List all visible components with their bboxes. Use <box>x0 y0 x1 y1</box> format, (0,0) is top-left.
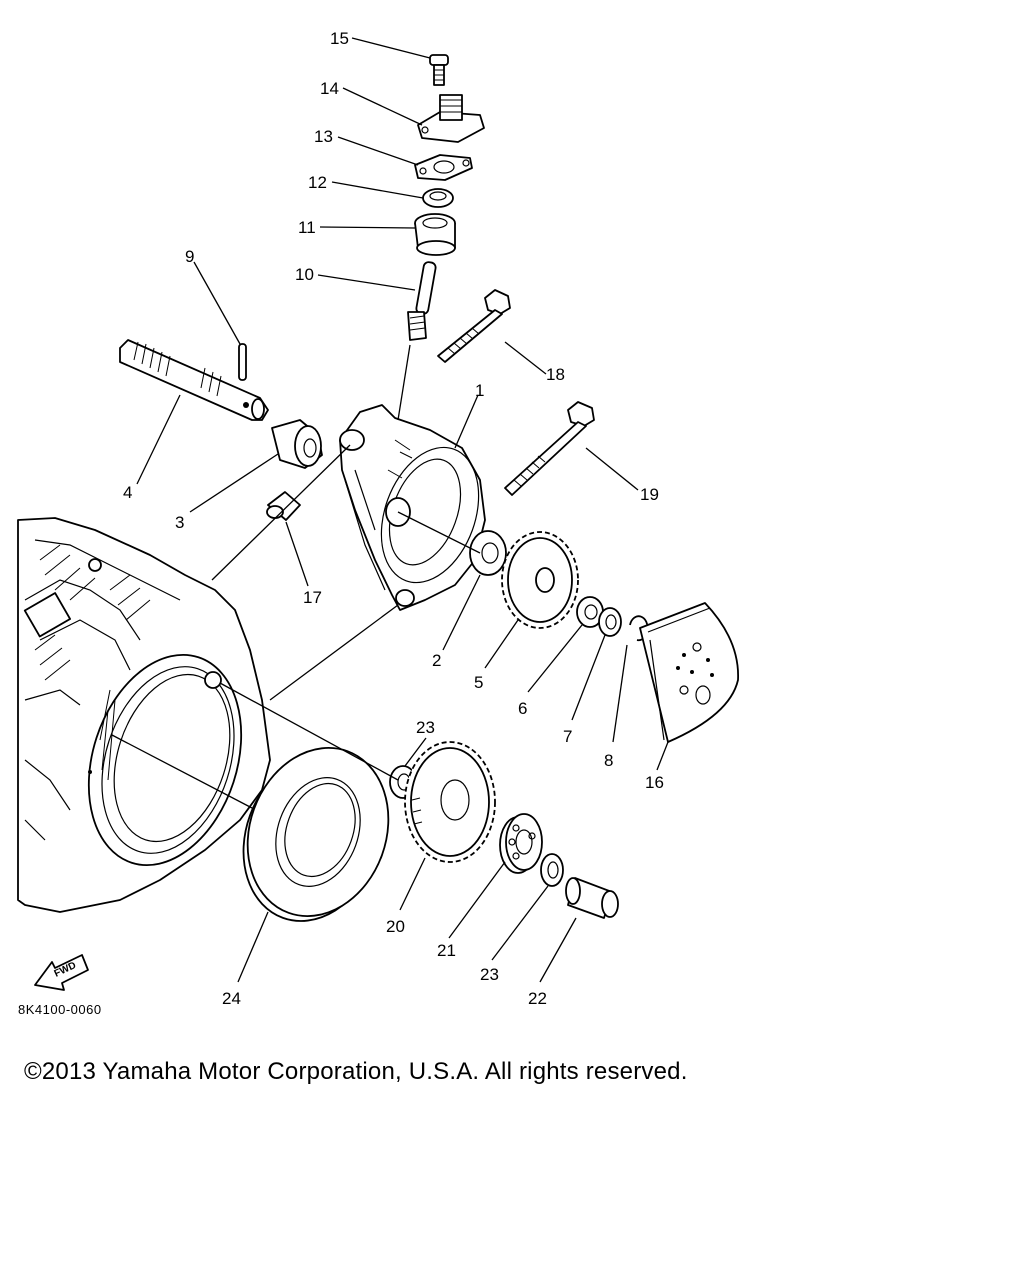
part-21-bearing <box>499 813 543 874</box>
label-10: 10 <box>295 265 314 284</box>
part-7-washer <box>598 607 622 637</box>
part-24-seal-ring <box>242 747 390 922</box>
part-16-cover-plate <box>639 602 739 743</box>
part-14-flange <box>417 94 485 143</box>
label-24: 24 <box>222 989 241 1008</box>
label-4: 4 <box>123 483 132 502</box>
label-20: 20 <box>386 917 405 936</box>
part-17-dowel <box>266 491 301 521</box>
label-6: 6 <box>518 699 527 718</box>
part-23-washer-lower <box>540 853 564 887</box>
part-22-shaft <box>565 877 619 919</box>
crankcase <box>17 517 271 913</box>
part-15-screw <box>429 54 449 86</box>
label-19: 19 <box>640 485 659 504</box>
label-13: 13 <box>314 127 333 146</box>
part-2-washer <box>469 530 507 576</box>
label-22: 22 <box>528 989 547 1008</box>
fwd-arrow-icon: FWD <box>34 954 89 991</box>
label-8: 8 <box>604 751 613 770</box>
part-4-shaft <box>119 339 269 421</box>
part-labels: 15 14 13 12 11 10 9 18 1 19 4 3 17 2 5 6… <box>123 29 664 1008</box>
part-1-housing <box>339 404 486 611</box>
exploded-parts-diagram: 15 14 13 12 11 10 9 18 1 19 4 3 17 2 5 6… <box>17 29 739 1008</box>
copyright-notice: ©2013 Yamaha Motor Corporation, U.S.A. A… <box>24 1058 688 1085</box>
label-5: 5 <box>474 673 483 692</box>
label-9: 9 <box>185 247 194 266</box>
label-18: 18 <box>546 365 565 384</box>
label-23-lower: 23 <box>480 965 499 984</box>
label-2: 2 <box>432 651 441 670</box>
label-21: 21 <box>437 941 456 960</box>
label-14: 14 <box>320 79 339 98</box>
part-5-sprocket <box>501 531 579 629</box>
part-18-bolt <box>437 289 511 363</box>
part-13-gasket <box>414 154 473 181</box>
label-7: 7 <box>563 727 572 746</box>
part-11-sleeve <box>414 213 456 256</box>
label-1: 1 <box>475 381 484 400</box>
part-20-gear <box>404 741 496 863</box>
label-12: 12 <box>308 173 327 192</box>
label-16: 16 <box>645 773 664 792</box>
part-10-gear-shaft <box>407 261 437 341</box>
label-3: 3 <box>175 513 184 532</box>
part-3-bushing <box>271 419 323 469</box>
label-11: 11 <box>298 218 316 237</box>
leader-lines <box>111 37 669 983</box>
part-12-seal <box>422 188 454 208</box>
diagram-code: 8K4100-0060 <box>18 1002 102 1017</box>
label-17: 17 <box>303 588 322 607</box>
label-15: 15 <box>330 29 349 48</box>
label-23-upper: 23 <box>416 718 435 737</box>
part-9-pin <box>238 343 247 381</box>
part-19-bolt <box>504 401 595 496</box>
